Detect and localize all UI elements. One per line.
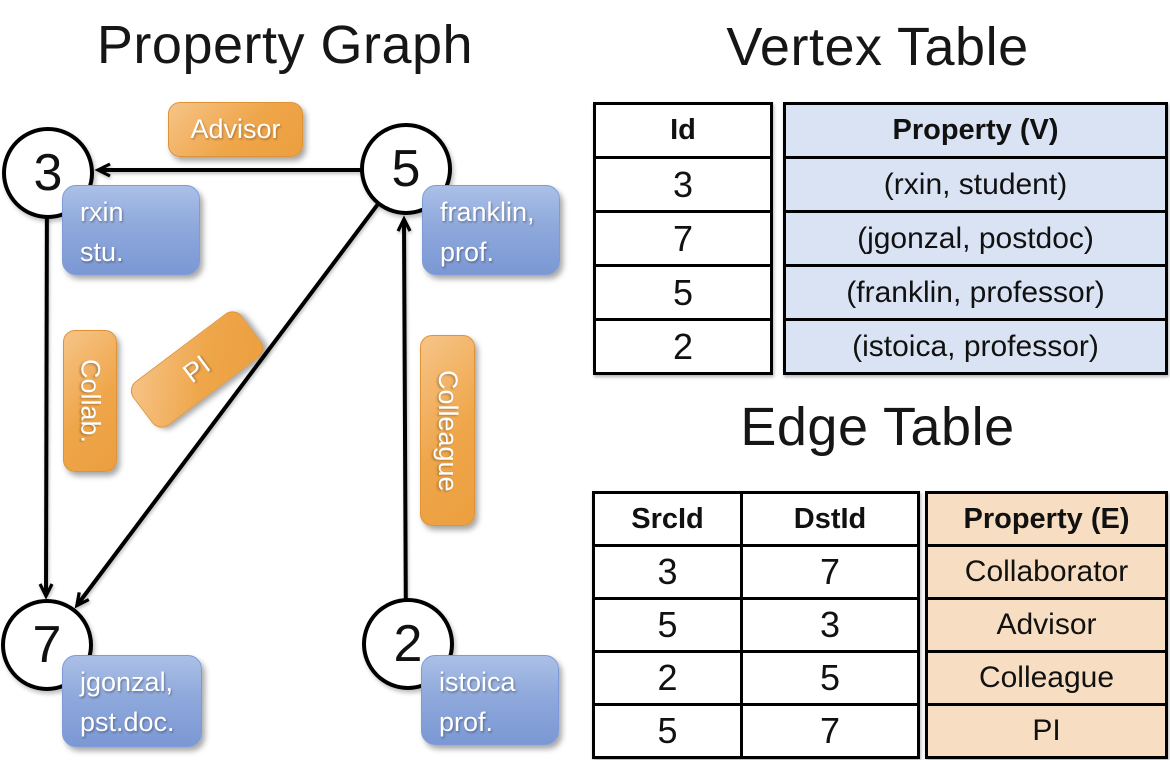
edge-label-colleague: Colleague bbox=[420, 335, 475, 526]
table-row: 2 5 bbox=[592, 650, 920, 706]
vertex-property-line: pst.doc. bbox=[80, 706, 175, 737]
vertex-property-line: rxin bbox=[80, 197, 124, 227]
edge-property-cell: Collaborator bbox=[925, 544, 1168, 600]
table-row: (jgonzal, postdoc) bbox=[783, 210, 1168, 267]
vertex-property-cell: (jgonzal, postdoc) bbox=[783, 210, 1168, 267]
edge-src-cell: 3 bbox=[592, 544, 743, 600]
edge-table-property-column: Property (E) Collaborator Advisor Collea… bbox=[925, 491, 1168, 759]
edge-line-colleague-2-to-5 bbox=[396, 215, 412, 645]
edge-table-id-columns: SrcId DstId 3 7 5 3 2 5 5 7 bbox=[592, 491, 920, 759]
property-graph-title: Property Graph bbox=[96, 15, 474, 75]
table-row: 3 7 bbox=[592, 544, 920, 600]
table-row: Collaborator bbox=[925, 544, 1168, 600]
table-row: 5 bbox=[593, 264, 773, 321]
edge-src-cell: 2 bbox=[592, 650, 743, 706]
edge-dst-cell: 7 bbox=[740, 544, 920, 600]
table-row: Colleague bbox=[925, 650, 1168, 706]
edge-table-header-dstid: DstId bbox=[740, 491, 920, 547]
vertex-property-box-5: franklin, prof. bbox=[422, 185, 560, 275]
vertex-property-box-3: rxin stu. bbox=[62, 185, 200, 275]
edge-table-title: Edge Table bbox=[740, 397, 1015, 457]
edge-line-pi-5-to-7 bbox=[74, 166, 407, 609]
table-row: PI bbox=[925, 703, 1168, 759]
edge-dst-cell: 5 bbox=[740, 650, 920, 706]
vertex-table-title: Vertex Table bbox=[726, 17, 1029, 77]
edge-dst-cell: 3 bbox=[740, 597, 920, 653]
table-row: 5 7 bbox=[592, 703, 920, 759]
vertex-id-cell: 7 bbox=[593, 210, 773, 267]
vertex-property-line: jgonzal, bbox=[80, 667, 174, 697]
edge-property-cell: Advisor bbox=[925, 597, 1168, 653]
vertex-property-line: franklin, bbox=[440, 197, 535, 227]
vertex-id-cell: 2 bbox=[593, 318, 773, 375]
node-id-3: 3 bbox=[33, 144, 63, 202]
graph-node-3: 3 bbox=[2, 127, 94, 219]
node-id-2: 2 bbox=[393, 615, 423, 673]
edge-property-cell: Colleague bbox=[925, 650, 1168, 706]
vertex-property-cell: (istoica, professor) bbox=[783, 318, 1168, 375]
vertex-id-cell: 3 bbox=[593, 156, 773, 213]
edge-property-cell: PI bbox=[925, 703, 1168, 759]
edge-table-header-srcid: SrcId bbox=[592, 491, 743, 547]
table-row: Advisor bbox=[925, 597, 1168, 653]
table-row: 2 bbox=[593, 318, 773, 375]
edge-src-cell: 5 bbox=[592, 597, 743, 653]
edge-line-collab-3-to-7 bbox=[38, 171, 54, 600]
vertex-property-cell: (rxin, student) bbox=[783, 156, 1168, 213]
edge-dst-cell: 7 bbox=[740, 703, 920, 759]
vertex-property-line: prof. bbox=[440, 236, 495, 267]
edge-label-collab: Collab. bbox=[63, 330, 117, 472]
node-id-7: 7 bbox=[32, 616, 62, 674]
edge-src-cell: 5 bbox=[592, 703, 743, 759]
vertex-property-box-2: istoica prof. bbox=[421, 655, 559, 745]
vertex-property-box-7: jgonzal, pst.doc. bbox=[62, 655, 202, 747]
edge-table-header-property: Property (E) bbox=[925, 491, 1168, 547]
vertex-property-line: prof. bbox=[439, 706, 494, 737]
vertex-table-id-column: Id 3 7 5 2 bbox=[593, 102, 773, 375]
table-row: (istoica, professor) bbox=[783, 318, 1168, 375]
edge-label-advisor: Advisor bbox=[168, 102, 303, 157]
vertex-table-header-property: Property (V) bbox=[783, 102, 1168, 159]
vertex-table-property-column: Property (V) (rxin, student) (jgonzal, p… bbox=[783, 102, 1168, 375]
vertex-id-cell: 5 bbox=[593, 264, 773, 321]
vertex-property-line: stu. bbox=[80, 236, 124, 267]
table-row: 7 bbox=[593, 210, 773, 267]
vertex-property-cell: (franklin, professor) bbox=[783, 264, 1168, 321]
node-id-5: 5 bbox=[391, 140, 421, 198]
table-row: (franklin, professor) bbox=[783, 264, 1168, 321]
vertex-table-header-id: Id bbox=[593, 102, 773, 159]
table-row: 5 3 bbox=[592, 597, 920, 653]
vertex-property-line: istoica bbox=[439, 667, 516, 697]
table-row: (rxin, student) bbox=[783, 156, 1168, 213]
table-row: 3 bbox=[593, 156, 773, 213]
